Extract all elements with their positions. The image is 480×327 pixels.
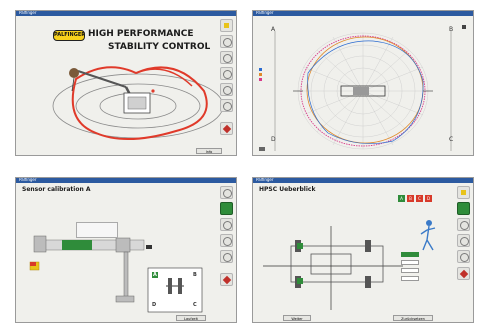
sensor-label-c: C bbox=[193, 302, 197, 308]
info-button[interactable]: Info bbox=[196, 148, 222, 154]
corner-marker-bottom bbox=[259, 147, 265, 151]
tool-button-6[interactable] bbox=[220, 273, 233, 286]
readout-panel bbox=[401, 250, 447, 282]
window-stability-map: Palfinger A B C D bbox=[252, 10, 474, 156]
crane-icon bbox=[460, 221, 469, 230]
window-title: Palfinger bbox=[19, 177, 37, 182]
exit-icon bbox=[459, 269, 469, 279]
tool-panel bbox=[220, 186, 233, 289]
gauge-icon bbox=[223, 237, 232, 246]
status-icon-a: A bbox=[398, 195, 405, 202]
sensor-label-a: A bbox=[152, 272, 158, 278]
tool-button-4[interactable] bbox=[220, 234, 233, 247]
tool-button-3[interactable] bbox=[220, 51, 233, 64]
tool-button-3[interactable] bbox=[457, 218, 470, 231]
window-title: Palfinger bbox=[19, 10, 37, 15]
window-title: Palfinger bbox=[256, 177, 274, 182]
crane-icon bbox=[223, 38, 232, 47]
corner-label-c: C bbox=[449, 136, 454, 143]
tool-button-7[interactable] bbox=[220, 122, 233, 135]
calibration-heading: Sensor calibration A bbox=[22, 186, 91, 193]
readout-row-1 bbox=[401, 250, 447, 258]
tool-button-6[interactable] bbox=[457, 267, 470, 280]
corner-label-a: A bbox=[271, 26, 276, 33]
headline-2: STABILITY CONTROL bbox=[108, 42, 211, 52]
legend-item-1 bbox=[259, 67, 264, 72]
window-sensor-calibration: Palfinger Sensor calibration A A B C D L… bbox=[15, 177, 237, 323]
warning-icon bbox=[224, 23, 229, 28]
gauge-icon bbox=[223, 54, 232, 63]
sensor-icon bbox=[223, 221, 232, 230]
status-icons: A B C D bbox=[398, 195, 432, 202]
settings-icon bbox=[223, 102, 232, 111]
headline-1: HIGH PERFORMANCE bbox=[88, 29, 194, 39]
crane-illustration bbox=[52, 66, 224, 140]
sensor-label-d: D bbox=[152, 302, 157, 308]
tool-button-4[interactable] bbox=[457, 234, 470, 247]
title-bar: Palfinger bbox=[16, 178, 236, 183]
readout-row-4 bbox=[401, 274, 447, 282]
palfinger-logo: PALFINGER bbox=[53, 30, 85, 41]
tool-button-2[interactable] bbox=[457, 202, 470, 215]
hint-label bbox=[76, 222, 118, 238]
next-button[interactable]: Weiter bbox=[283, 315, 311, 321]
status-icon-b: B bbox=[407, 195, 414, 202]
window-title: Palfinger bbox=[256, 10, 274, 15]
legend-item-2 bbox=[259, 72, 264, 77]
chassis-diagram bbox=[263, 220, 436, 310]
readout-row-3 bbox=[401, 266, 447, 274]
status-icon-d: D bbox=[425, 195, 432, 202]
title-bar: Palfinger bbox=[16, 11, 236, 16]
title-bar: Palfinger bbox=[253, 178, 473, 183]
corner-marker-top bbox=[462, 25, 466, 29]
tool-button-4[interactable] bbox=[220, 67, 233, 80]
refresh-icon bbox=[223, 86, 232, 95]
sensor-diagram bbox=[29, 224, 203, 313]
tool-button-2[interactable] bbox=[220, 202, 233, 215]
window-hpsc-overview: Palfinger HPSC Ueberblick A B C D Weiter… bbox=[252, 177, 474, 323]
tool-panel bbox=[220, 19, 233, 138]
tool-button-5[interactable] bbox=[220, 250, 233, 263]
warning-icon bbox=[461, 190, 466, 195]
tool-button-2[interactable] bbox=[220, 35, 233, 48]
tool-button-3[interactable] bbox=[220, 218, 233, 231]
legend-item-3 bbox=[259, 77, 264, 82]
refresh-icon bbox=[460, 253, 469, 262]
footer-button[interactable]: Laufzeit bbox=[176, 315, 206, 321]
corner-label-b: B bbox=[449, 26, 454, 33]
tool-button-1[interactable] bbox=[457, 186, 470, 199]
exit-icon bbox=[222, 275, 232, 285]
crane-icon bbox=[223, 189, 232, 198]
tool-button-1[interactable] bbox=[220, 186, 233, 199]
tool-panel bbox=[457, 186, 470, 283]
title-bar: Palfinger bbox=[253, 11, 473, 16]
overview-heading: HPSC Ueberblick bbox=[259, 186, 316, 193]
tool-button-5[interactable] bbox=[220, 83, 233, 96]
reset-button[interactable]: Zurücksetzen bbox=[393, 315, 433, 321]
window-stability-control: Palfinger PALFINGER HIGH PERFORMANCE STA… bbox=[15, 10, 237, 156]
legend bbox=[259, 67, 264, 82]
corner-label-d: D bbox=[271, 136, 276, 143]
settings-icon bbox=[223, 253, 232, 262]
readout-row-2 bbox=[401, 258, 447, 266]
tool-button-6[interactable] bbox=[220, 99, 233, 112]
tool-button-1[interactable] bbox=[220, 19, 233, 32]
stability-polar-chart bbox=[274, 31, 452, 151]
sensor-icon bbox=[460, 237, 469, 246]
status-icon-c: C bbox=[416, 195, 423, 202]
sensor-icon bbox=[223, 70, 232, 79]
exit-icon bbox=[222, 124, 232, 134]
sensor-label-b: B bbox=[193, 272, 197, 278]
tool-button-5[interactable] bbox=[457, 250, 470, 263]
